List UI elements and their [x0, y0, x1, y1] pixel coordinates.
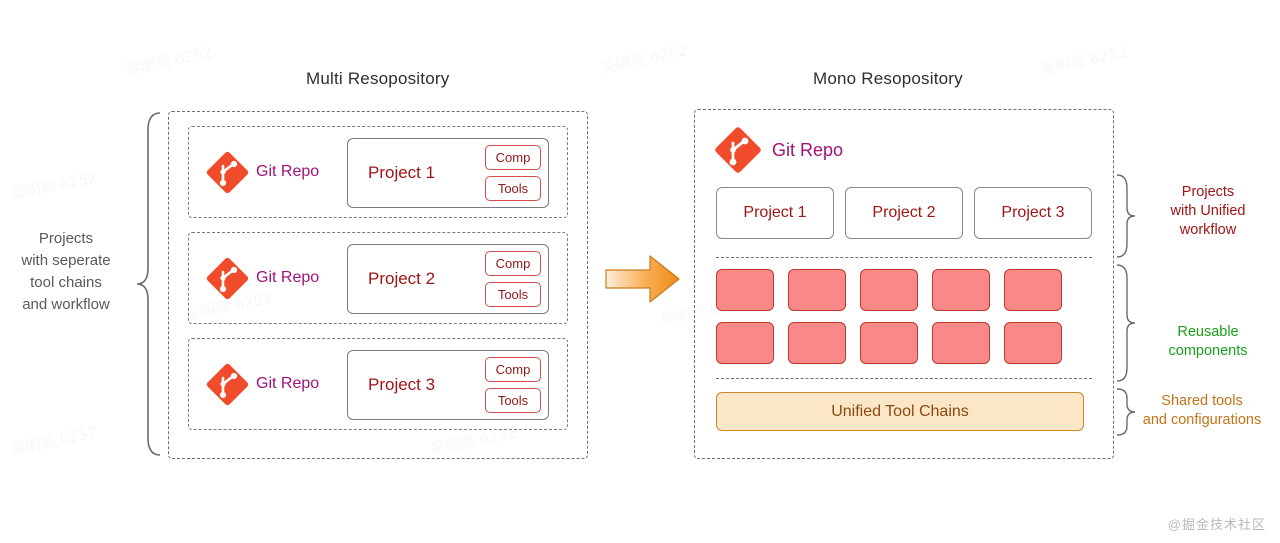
page-title-multi-repo: Multi Resopository [306, 69, 450, 88]
chip-stack: Comp Tools [485, 251, 541, 307]
transition-arrow-icon [605, 255, 680, 303]
reusable-components-grid [716, 269, 1092, 364]
table-row[interactable]: Git Repo Project 2 Comp Tools [188, 232, 568, 324]
chip-comp[interactable]: Comp [485, 251, 541, 276]
project-card[interactable]: Project 3 Comp Tools [347, 350, 549, 420]
project-card[interactable]: Project 1 Comp Tools [347, 138, 549, 208]
mono-project-2[interactable]: Project 2 [845, 187, 963, 239]
bg-watermark: 吴明亮 6252 [9, 166, 99, 205]
right-curly-brace-components [1116, 264, 1136, 382]
watermark-text: @掘金技术社区 [1167, 517, 1266, 532]
multi-repo-container [168, 111, 588, 459]
git-repo-label: Git Repo [772, 139, 844, 160]
component-box[interactable] [860, 269, 918, 311]
annotation-shared-tools: Shared tools and configurations [1142, 393, 1262, 428]
git-logo-icon [713, 125, 763, 175]
git-logo-icon [205, 256, 250, 301]
project-name: Project 1 [368, 163, 436, 182]
component-box[interactable] [1004, 269, 1062, 311]
mono-project-3[interactable]: Project 3 [974, 187, 1092, 239]
mono-repo-container [694, 109, 1114, 459]
section-divider [716, 257, 1092, 258]
chip-tools[interactable]: Tools [485, 388, 541, 413]
mono-project-1[interactable]: Project 1 [716, 187, 834, 239]
unified-tool-chains-bar[interactable]: Unified Tool Chains [716, 392, 1084, 431]
git-repo-label: Git Repo [256, 163, 320, 180]
component-box[interactable] [788, 322, 846, 364]
component-box[interactable] [788, 269, 846, 311]
page-title-mono-repo: Mono Resopository [813, 69, 963, 88]
right-curly-brace-projects [1116, 174, 1136, 258]
mono-repo-git-header: Git Repo [713, 125, 844, 175]
bg-watermark: 吴明亮 6252 [1039, 41, 1129, 80]
section-divider [716, 378, 1092, 379]
annotation-reusable-components: Reusable components [1168, 324, 1248, 359]
chip-comp[interactable]: Comp [485, 145, 541, 170]
mono-projects-group: Project 1 Project 2 Project 3 [716, 187, 1092, 239]
component-box[interactable] [932, 322, 990, 364]
component-box[interactable] [932, 269, 990, 311]
component-box[interactable] [860, 322, 918, 364]
component-box[interactable] [716, 322, 774, 364]
bg-watermark: 吴明亮 6252 [9, 421, 99, 460]
git-logo-icon [205, 150, 250, 195]
project-card[interactable]: Project 2 Comp Tools [347, 244, 549, 314]
project-name: Project 2 [368, 269, 436, 288]
git-repo-label: Git Repo [256, 375, 320, 392]
bg-watermark: 吴明亮 6252 [124, 41, 214, 80]
chip-stack: Comp Tools [485, 357, 541, 413]
chip-tools[interactable]: Tools [485, 176, 541, 201]
bg-watermark: 吴明亮 6252 [599, 39, 689, 78]
chip-stack: Comp Tools [485, 145, 541, 201]
table-row[interactable]: Git Repo Project 3 Comp Tools [188, 338, 568, 430]
chip-tools[interactable]: Tools [485, 282, 541, 307]
table-row[interactable]: Git Repo Project 1 Comp Tools [188, 126, 568, 218]
annotation-projects-unified: Projects with Unified workflow [1170, 184, 1246, 238]
left-side-annotation: Projects with seperate tool chains and w… [21, 230, 111, 313]
chip-comp[interactable]: Comp [485, 357, 541, 382]
component-box[interactable] [716, 269, 774, 311]
component-box[interactable] [1004, 322, 1062, 364]
project-name: Project 3 [368, 375, 436, 394]
git-repo-label: Git Repo [256, 269, 320, 286]
git-logo-icon [205, 362, 250, 407]
right-curly-brace-shared-tools [1116, 388, 1136, 436]
left-curly-brace [136, 112, 161, 456]
